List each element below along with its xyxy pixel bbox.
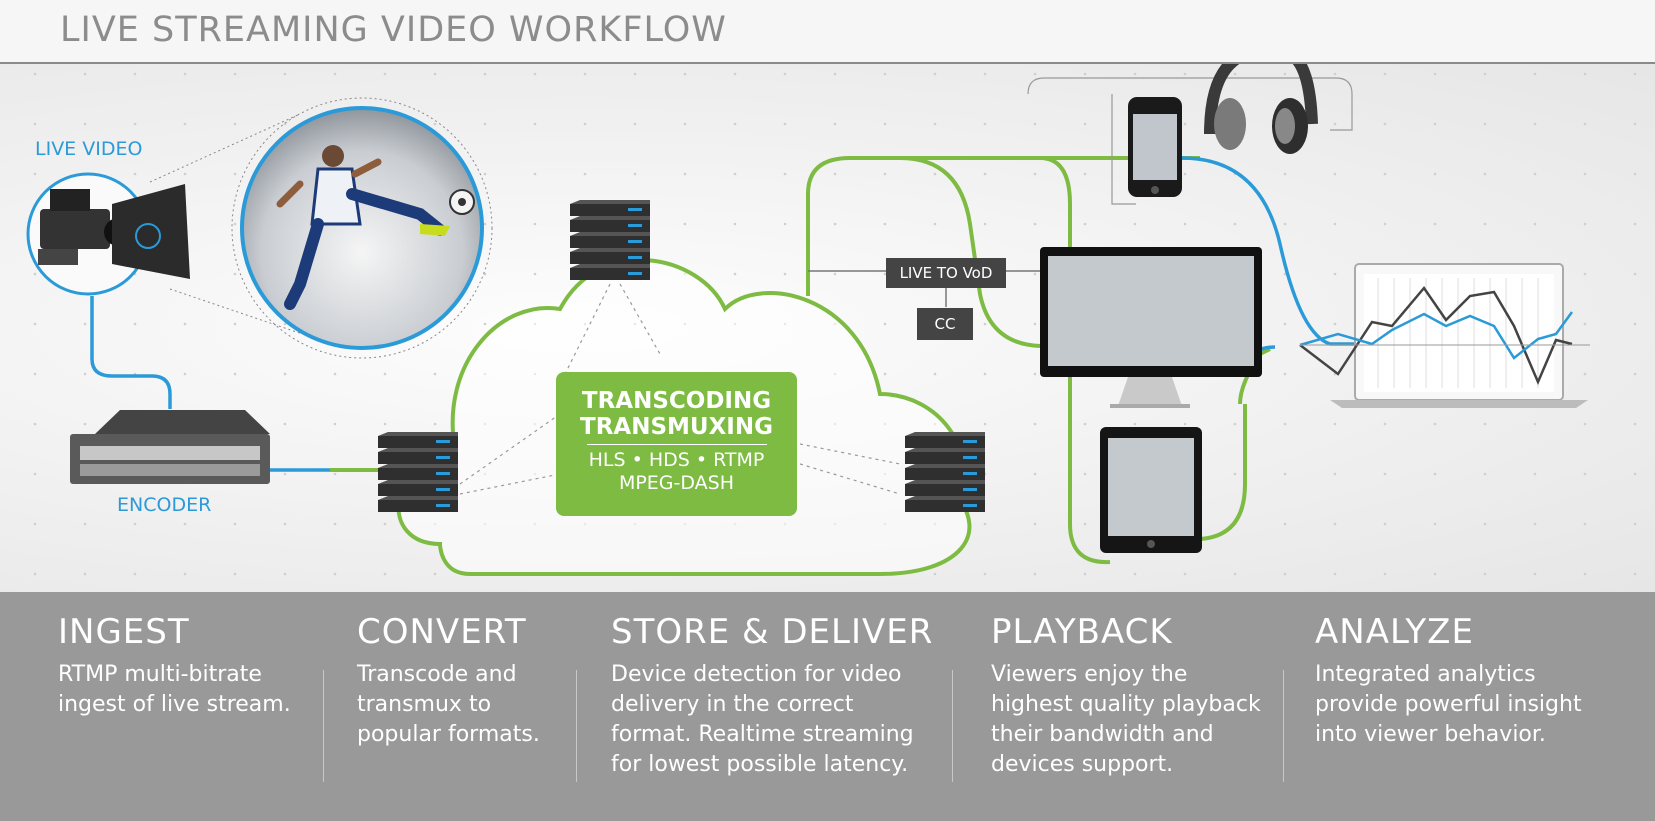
transcoding-title: TRANSCODING [581,388,772,414]
step-line: delivery in the correct [611,692,854,717]
cloud-dotted-links [459,283,901,495]
step-title: CONVERT [357,612,527,652]
transmuxing-title: TRANSMUXING [580,414,773,440]
step-description: Device detection for video delivery in t… [611,660,933,780]
step-line: Device detection for video [611,662,902,687]
step-convert: CONVERT Transcode and transmux to popula… [357,612,540,750]
step-playback: PLAYBACK Viewers enjoy the highest quali… [991,612,1261,780]
step-line: provide powerful insight [1315,692,1582,717]
live-to-vod-badge: LIVE TO VoD [886,258,1006,288]
workflow-diagram: LIVE VIDEO ENCODER TRANSCODING TRANSMUXI… [0,64,1655,592]
step-line: their bandwidth and [991,722,1214,747]
column-divider [1283,670,1284,782]
step-line: Transcode and [357,662,517,687]
formats-line-2: MPEG-DASH [618,472,735,494]
tablet-device [1100,427,1202,553]
transcoding-divider [586,444,767,445]
cc-badge: CC [917,308,973,340]
step-title: PLAYBACK [991,612,1173,652]
headphones-icon [1027,64,1353,205]
diagram-graphics [26,64,1637,576]
column-divider [952,670,953,782]
step-title: ANALYZE [1315,612,1474,652]
step-title: INGEST [58,612,190,652]
step-ingest: INGEST RTMP multi-bitrate ingest of live… [58,612,291,720]
step-line: transmux to [357,692,492,717]
server-stacks [378,200,985,512]
step-line: popular formats. [357,722,540,747]
step-line: RTMP multi-bitrate [58,662,262,687]
step-description: Viewers enjoy the highest quality playba… [991,660,1261,780]
column-divider [323,670,324,782]
step-description: Transcode and transmux to popular format… [357,660,540,750]
server-stack [570,200,650,280]
page-title: LIVE STREAMING VIDEO WORKFLOW [60,10,727,50]
live-video-thumbnail [240,106,484,350]
encoder-device [70,410,270,484]
column-divider [576,670,577,782]
step-line: highest quality playback [991,692,1261,717]
step-description: Integrated analytics provide powerful in… [1315,660,1582,750]
step-line: for lowest possible latency. [611,752,909,777]
transcoding-box: TRANSCODING TRANSMUXING HLS • HDS • RTMP… [556,372,797,516]
zoom-dashed-lines [149,97,493,359]
server-stack [905,432,985,512]
step-description: RTMP multi-bitrate ingest of live stream… [58,660,291,720]
desktop-monitor-device [1040,247,1262,408]
header-bar: LIVE STREAMING VIDEO WORKFLOW [0,0,1655,64]
step-analyze: ANALYZE Integrated analytics provide pow… [1315,612,1582,750]
vod-connectors [808,270,1045,307]
step-line: into viewer behavior. [1315,722,1546,747]
step-line: Viewers enjoy the [991,662,1188,687]
step-line: ingest of live stream. [58,692,291,717]
smartphone-device [1128,97,1182,197]
step-store-deliver: STORE & DELIVER Device detection for vid… [611,612,933,780]
encoder-label: ENCODER [117,494,212,516]
steps-footer: INGEST RTMP multi-bitrate ingest of live… [0,592,1655,821]
formats-line-1: HLS • HDS • RTMP [588,449,765,471]
step-line: Integrated analytics [1315,662,1536,687]
step-line: format. Realtime streaming [611,722,914,747]
live-video-label: LIVE VIDEO [35,138,143,160]
step-line: devices support. [991,752,1174,777]
server-stack [378,432,458,512]
analytics-laptop [1299,263,1590,408]
step-title: STORE & DELIVER [611,612,934,652]
camera-icon [26,172,190,296]
